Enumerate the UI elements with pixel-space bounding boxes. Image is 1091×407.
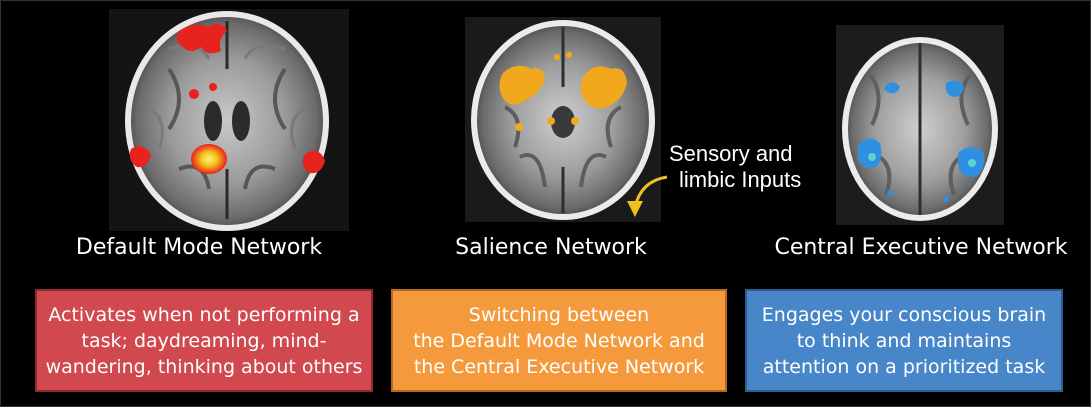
brain-scan-salience-image <box>465 17 661 222</box>
description-central-executive-network: Engages your conscious brain to think an… <box>745 289 1063 392</box>
sn-desc-line-2: the Default Mode Network and <box>413 329 705 352</box>
brain-scan-default-mode <box>109 9 349 231</box>
cen-right-frontal-activation <box>945 80 964 97</box>
title-salience-network: Salience Network <box>455 235 647 260</box>
cen-left-frontal-activation <box>884 82 900 94</box>
annotation-sensory-limbic: Sensory and limbic Inputs <box>665 141 801 193</box>
brain-scan-central-executive-image <box>836 25 1004 225</box>
annotation-arrow-icon <box>627 175 668 217</box>
title-default-mode-network: Default Mode Network <box>75 235 323 260</box>
dmn-posterior-activation <box>191 144 227 174</box>
brain-scan-salience <box>465 17 661 222</box>
dmn-desc-line-1: Activates when not performing a <box>48 303 360 326</box>
sn-desc-line-3: the Central Executive Network <box>413 355 705 378</box>
salience-left-insula <box>499 65 545 105</box>
annotation-line-1: Sensory and <box>669 141 793 166</box>
annotation-line-2: limbic Inputs <box>679 167 802 192</box>
dmn-desc-line-3: wandering, thinking about others <box>45 355 363 378</box>
cen-desc-line-2: to think and maintains <box>796 329 1012 352</box>
description-default-mode-network: Activates when not performing a task; da… <box>35 289 373 392</box>
brain-scan-central-executive <box>836 25 1004 225</box>
dmn-frontal-activation <box>176 23 227 54</box>
title-central-executive-network: Central Executive Network <box>774 235 1068 260</box>
salience-right-insula <box>580 66 627 109</box>
cen-left-parietal-activation <box>858 138 882 168</box>
dmn-desc-line-2: task; daydreaming, mind- <box>81 329 327 352</box>
cen-desc-line-1: Engages your conscious brain <box>761 303 1047 326</box>
description-salience-network: Switching between the Default Mode Netwo… <box>391 289 727 392</box>
cen-desc-line-3: attention on a prioritized task <box>762 355 1046 378</box>
brain-scan-default-mode-image <box>109 9 349 231</box>
sn-desc-line-1: Switching between <box>468 303 650 326</box>
